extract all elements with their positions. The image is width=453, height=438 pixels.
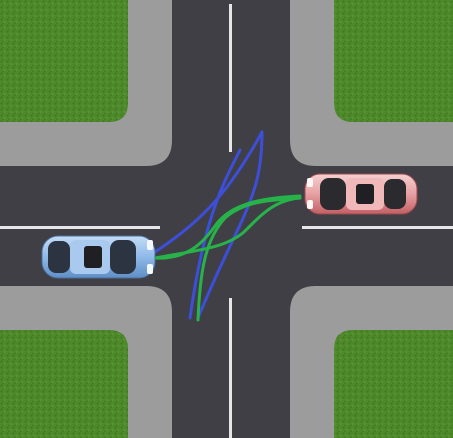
corner-block-bottom-right (290, 286, 453, 438)
blue-car (42, 236, 155, 278)
lane-marking-west (0, 226, 160, 229)
corner-block-top-left (0, 0, 172, 166)
corner-block-top-right (290, 0, 453, 166)
red-car (305, 174, 417, 214)
lane-marking-south (229, 298, 232, 438)
corner-block-bottom-left (0, 286, 172, 438)
lane-marking-east (302, 226, 453, 229)
lane-marking-north (229, 4, 232, 152)
